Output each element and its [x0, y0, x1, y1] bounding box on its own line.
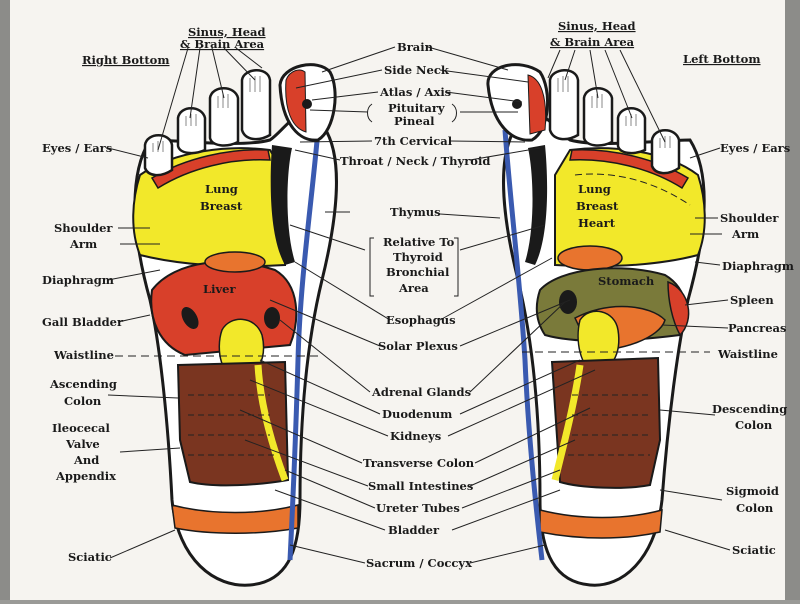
label-adrenal-glands: Adrenal Glands	[371, 385, 471, 399]
label-lung-right-foot: Lung	[205, 182, 238, 196]
label-duodenum: Duodenum	[382, 407, 452, 421]
label-arm-right-foot: Arm	[69, 237, 97, 251]
pituitary-bracket	[367, 103, 457, 123]
label-ileocecal-4: Appendix	[55, 469, 116, 483]
header-sinus-right-2: & Brain Area	[550, 35, 635, 49]
header-right-bottom: Right Bottom	[82, 53, 170, 67]
header-sinus-right-1: Sinus, Head	[558, 19, 636, 33]
label-lung-left-foot: Lung	[578, 182, 611, 196]
adrenal-spot-right	[264, 307, 280, 329]
label-shoulder-right-foot: Shoulder	[54, 221, 113, 235]
label-ascending-2: Colon	[64, 394, 102, 408]
label-7th-cervical: 7th Cervical	[374, 134, 453, 148]
header-left-bottom: Left Bottom	[683, 52, 761, 66]
right-foot-toe-4	[176, 107, 207, 155]
gall-bladder-spot	[181, 307, 199, 329]
label-breast-left-foot: Breast	[576, 199, 619, 213]
label-ileocecal-3: And	[73, 453, 99, 467]
label-relative-2: Thyroid	[393, 250, 443, 264]
label-side-neck: Side Neck	[384, 63, 450, 77]
label-pineal: Pineal	[394, 114, 435, 128]
label-atlas-axis: Atlas / Axis	[379, 85, 451, 99]
label-gall-bladder: Gall Bladder	[42, 315, 124, 329]
label-ileocecal-2: Valve	[65, 437, 100, 451]
label-eyes-ears-left-foot: Eyes / Ears	[720, 141, 790, 155]
label-liver: Liver	[203, 282, 236, 296]
left-foot-neck-band	[525, 145, 548, 265]
label-stomach: Stomach	[598, 274, 655, 288]
label-thymus: Thymus	[390, 205, 441, 219]
left-foot-sciatic-band	[539, 508, 663, 539]
label-relative-3: Bronchial	[386, 265, 450, 279]
right-foot-spine	[287, 129, 321, 561]
right-foot-sciatic-band	[171, 503, 299, 534]
header-sinus-left-2: & Brain Area	[180, 37, 265, 51]
right-foot-neck-band	[270, 145, 295, 265]
right-foot-toe-5	[143, 134, 174, 177]
header-sinus-left-1: Sinus, Head	[188, 25, 266, 39]
left-foot-ureter	[551, 364, 584, 481]
right-foot-brain-zone	[285, 69, 307, 133]
right-foot-eye-ear-zone	[150, 148, 271, 190]
label-waistline-right-foot: Waistline	[53, 348, 114, 362]
label-esophagus: Esophagus	[386, 313, 456, 327]
spleen-zone	[667, 280, 690, 337]
label-eyes-ears-right-foot: Eyes / Ears	[42, 141, 112, 155]
adrenal-spot-left	[559, 290, 577, 314]
label-sacrum-coccyx: Sacrum / Coccyx	[366, 556, 472, 570]
label-descending-2: Colon	[735, 418, 773, 432]
label-relative-4: Area	[398, 281, 429, 295]
right-foot-toe-2	[240, 69, 272, 141]
left-foot-brain-zone	[527, 74, 547, 135]
label-diaphragm-left-foot: Diaphragm	[722, 259, 794, 273]
label-small-intestines: Small Intestines	[368, 479, 473, 493]
label-ileocecal-1: Ileocecal	[52, 421, 111, 435]
pituitary-spot-right	[302, 99, 312, 109]
label-waistline-left-foot: Waistline	[717, 347, 778, 361]
right-foot-toe-3	[208, 87, 240, 147]
diaphragm-spot-left	[557, 245, 623, 271]
left-foot	[486, 63, 706, 587]
left-border	[0, 0, 10, 600]
label-breast-right-foot: Breast	[200, 199, 243, 213]
right-foot-colon-lines	[188, 394, 275, 456]
label-ureter-tubes: Ureter Tubes	[376, 501, 460, 515]
label-pancreas: Pancreas	[728, 321, 786, 335]
label-descending-1: Descending	[712, 402, 787, 416]
label-solar-plexus: Solar Plexus	[378, 339, 458, 353]
right-foot-ureter	[254, 364, 289, 482]
left-foot-toe-4	[616, 107, 647, 155]
right-foot	[132, 63, 338, 587]
diaphragm-spot-right	[204, 251, 266, 273]
label-ascending-1: Ascending	[49, 377, 117, 391]
label-heart: Heart	[578, 216, 616, 230]
label-kidneys: Kidneys	[390, 429, 441, 443]
label-bladder: Bladder	[388, 523, 440, 537]
label-shoulder-left-foot: Shoulder	[720, 211, 779, 225]
left-foot-toe-2	[548, 69, 580, 141]
left-foot-toe-3	[582, 87, 614, 147]
label-spleen: Spleen	[730, 293, 774, 307]
leader-lines	[107, 46, 731, 564]
label-throat-neck-thyroid: Throat / Neck / Thyroid	[340, 154, 490, 168]
label-pituitary: Pituitary	[388, 101, 445, 115]
right-foot-toe-hatching	[152, 76, 261, 152]
label-relative-1: Relative To	[383, 235, 455, 249]
left-foot-heart-line	[574, 173, 691, 206]
label-arm-left-foot: Arm	[731, 227, 759, 241]
label-transverse-colon: Transverse Colon	[363, 456, 475, 470]
relative-bracket	[369, 237, 459, 297]
label-diaphragm-right-foot: Diaphragm	[42, 273, 114, 287]
label-sciatic-right-foot: Sciatic	[68, 550, 112, 564]
label-sciatic-left-foot: Sciatic	[732, 543, 776, 557]
right-border	[785, 0, 800, 600]
label-brain: Brain	[397, 40, 434, 54]
label-sigmoid-2: Colon	[736, 501, 774, 515]
label-sigmoid-1: Sigmoid	[726, 484, 779, 498]
